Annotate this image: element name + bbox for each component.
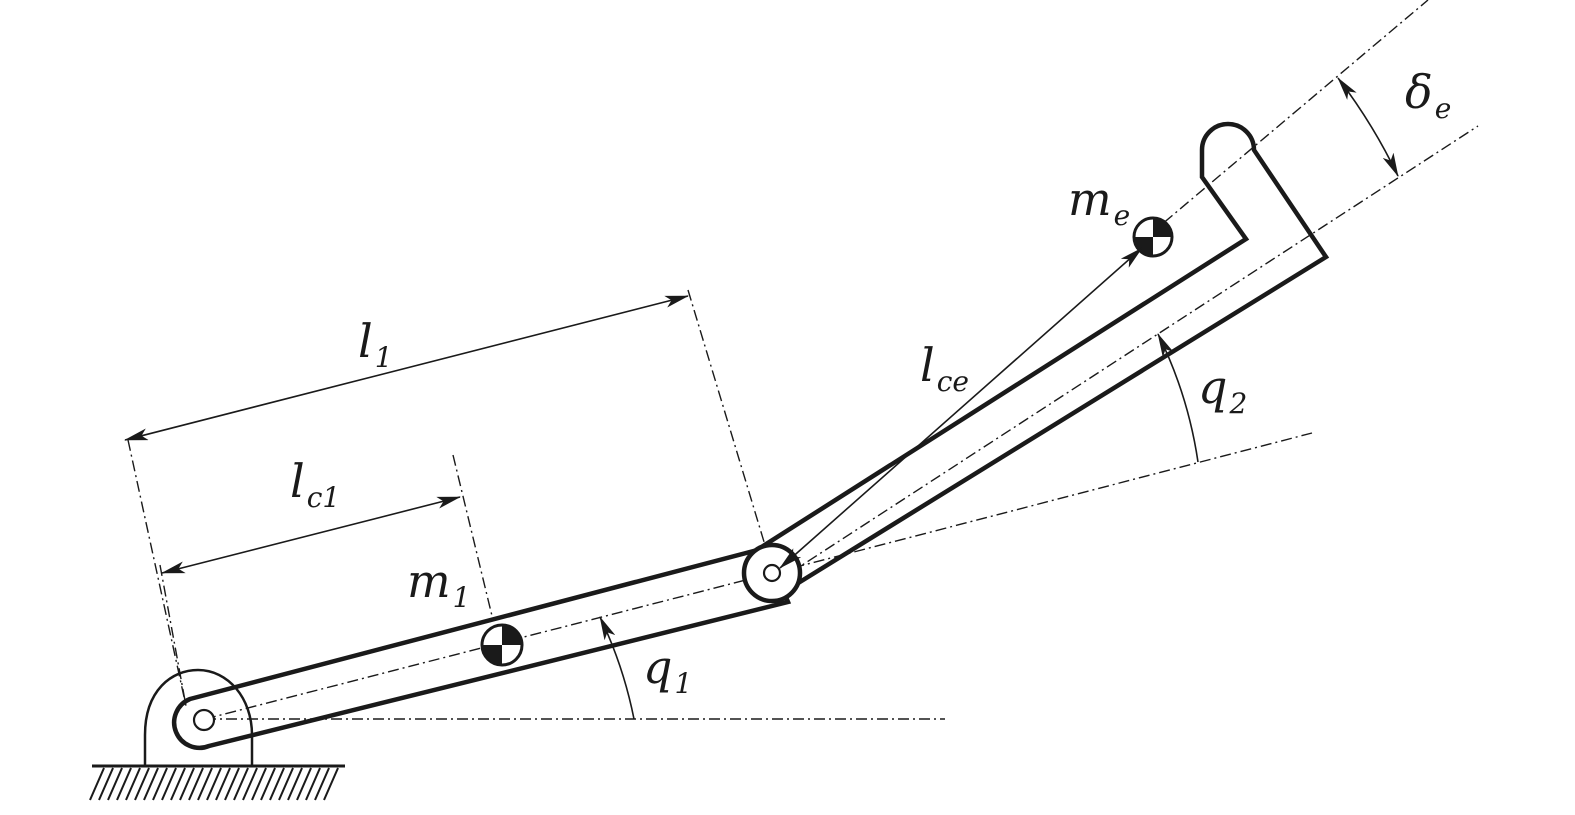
link-1 bbox=[171, 545, 792, 751]
label-lc1: lc1 bbox=[290, 454, 340, 514]
label-m1: m1 bbox=[407, 554, 470, 614]
q1-angle-arrow bbox=[599, 616, 635, 720]
center-of-mass-icon bbox=[480, 623, 524, 667]
label-q1: q1 bbox=[643, 640, 692, 700]
q2-angle-arrow bbox=[1157, 333, 1199, 463]
label-me: me bbox=[1068, 172, 1130, 232]
revolute-joint-icon bbox=[192, 708, 216, 732]
ground-hatch-icon bbox=[89, 764, 345, 801]
label-lce: lce bbox=[920, 338, 969, 398]
lce-dimension-arrow bbox=[779, 247, 1143, 569]
reference-lines bbox=[127, 0, 1479, 720]
revolute-joint-icon bbox=[741, 542, 803, 604]
delta-e-angle-arrow bbox=[1337, 77, 1399, 177]
l1-dimension-arrow bbox=[124, 295, 689, 441]
label-q2: q2 bbox=[1198, 360, 1247, 420]
link-2 bbox=[758, 121, 1330, 587]
lc1-dimension-arrow bbox=[161, 496, 461, 574]
center-of-mass-icon bbox=[1132, 216, 1174, 258]
base-pedestal bbox=[143, 668, 254, 766]
label-delta-e: δe bbox=[1405, 65, 1451, 125]
label-l1: l1 bbox=[358, 314, 393, 374]
